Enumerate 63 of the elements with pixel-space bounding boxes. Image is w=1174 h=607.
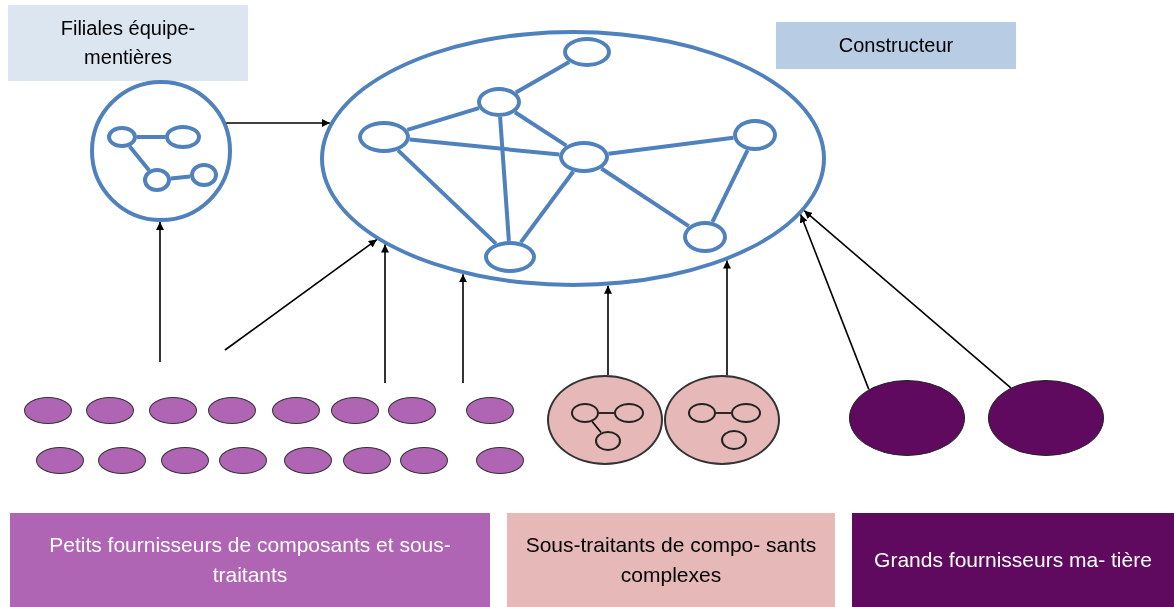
connector-line <box>519 170 575 244</box>
arrow <box>604 285 612 376</box>
network-node <box>563 37 611 67</box>
supplier-ellipse <box>466 397 514 424</box>
category-label: Sous-traitants de compo- sants complexes <box>507 513 835 607</box>
category-label: Petits fournisseurs de composants et sous-traitants <box>10 513 490 607</box>
connector-line <box>591 420 602 434</box>
connector-line <box>137 135 165 139</box>
connector-line <box>514 60 571 95</box>
network-node <box>484 241 536 273</box>
supplier-ellipse <box>219 447 267 474</box>
network-node <box>190 163 218 187</box>
connector-line <box>715 412 732 414</box>
network-node <box>358 121 410 153</box>
connector-line <box>608 135 734 156</box>
connector-line <box>710 149 750 223</box>
arrow <box>723 259 731 376</box>
network-node <box>107 126 137 148</box>
supplier-ellipse <box>36 447 84 474</box>
network-node <box>571 403 599 423</box>
category-label: Filiales équipe- mentières <box>8 5 248 81</box>
connector-line <box>598 412 615 414</box>
supplier-ellipse <box>331 397 379 424</box>
category-label: Grands fournisseurs ma- tière <box>852 513 1174 607</box>
network-node <box>688 403 716 423</box>
connector-line <box>498 116 511 242</box>
supplier-ellipse <box>86 397 134 424</box>
network-node <box>143 168 171 192</box>
network-node <box>165 125 201 149</box>
network-node <box>477 87 521 117</box>
network-node <box>683 221 727 253</box>
network-node <box>559 141 609 173</box>
connector-line <box>600 166 690 228</box>
network-node <box>721 430 747 450</box>
network-node <box>595 431 621 451</box>
arrow <box>224 238 378 351</box>
network-node <box>614 403 644 423</box>
arrow <box>459 273 467 384</box>
supplier-ellipse <box>208 397 256 424</box>
arrow <box>803 209 1012 389</box>
category-label: Constructeur <box>776 22 1016 69</box>
supplier-ellipse <box>343 447 391 474</box>
connector-line <box>409 137 560 157</box>
arrow <box>799 213 870 391</box>
arrow <box>225 119 331 127</box>
supplier-ellipse <box>272 397 320 424</box>
connector-line <box>513 110 568 148</box>
network-node <box>733 119 777 151</box>
supplier-ellipse <box>24 397 72 424</box>
arrow <box>381 243 389 384</box>
connector-line <box>396 148 498 246</box>
supplier-ellipse <box>284 447 332 474</box>
connector-line <box>170 174 191 181</box>
supplier-ellipse <box>400 447 448 474</box>
supplier-ellipse <box>161 447 209 474</box>
supplier-ellipse <box>98 447 146 474</box>
arrow <box>156 221 164 363</box>
supplier-ellipse <box>476 447 524 474</box>
supplier-ellipse <box>388 397 436 424</box>
connector-line <box>406 106 480 132</box>
connector-line <box>128 145 151 172</box>
supplier-ellipse <box>149 397 197 424</box>
network-node <box>731 403 761 423</box>
